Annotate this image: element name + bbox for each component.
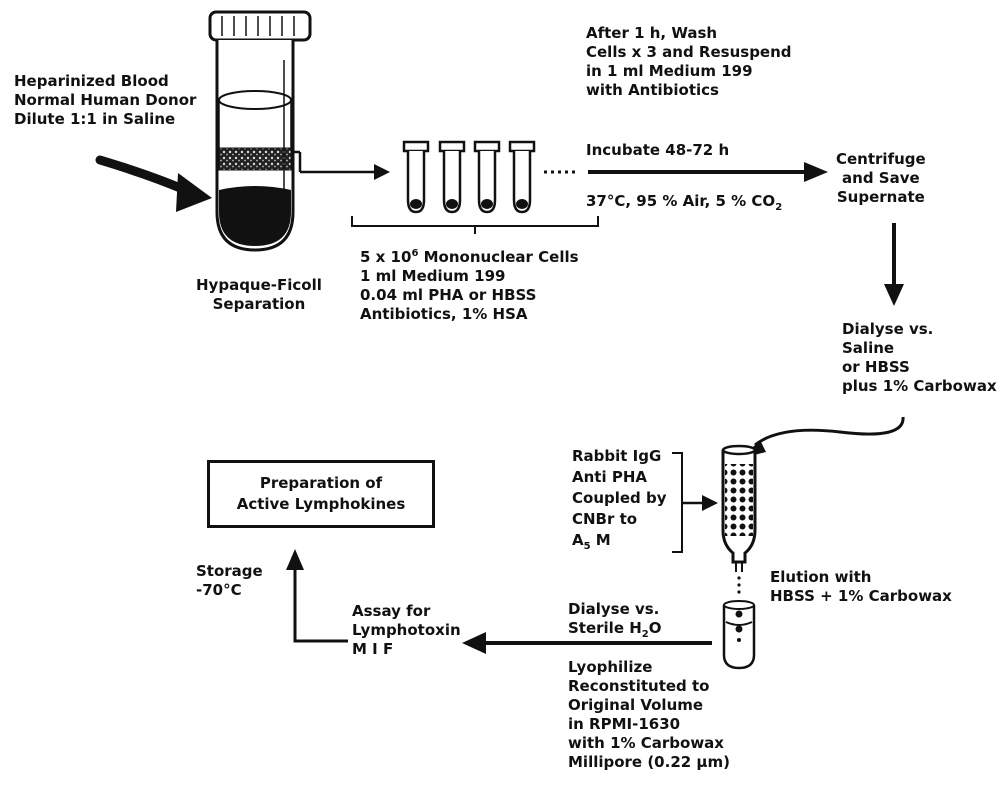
cells-suffix: Mononuclear Cells — [418, 248, 579, 266]
dialyse-saline-line: or HBSS — [842, 358, 910, 376]
culture-label-line: Antibiotics, 1% HSA — [360, 305, 528, 323]
culture-tube — [438, 140, 466, 214]
lyophilize-line: Millipore (0.22 µm) — [568, 753, 730, 771]
wash-label-line: After 1 h, Wash — [586, 24, 718, 42]
elution-label-line: HBSS + 1% Carbowax — [770, 587, 952, 605]
dialyse-water-label: Dialyse vs. Sterile H2O — [568, 600, 662, 644]
centrifuge-label-line: Centrifuge — [836, 150, 926, 168]
arrow-to-title-head — [286, 549, 304, 570]
column-label: Rabbit IgG Anti PHA Coupled by CNBr to A… — [572, 446, 667, 557]
title-line: Preparation of — [259, 474, 383, 492]
elution-label: Elution with HBSS + 1% Carbowax — [770, 568, 952, 606]
resin-sub: 5 — [583, 541, 591, 552]
blood-label-line: Normal Human Donor — [14, 91, 197, 109]
column-label-line: A5 M — [572, 530, 667, 557]
water-end: O — [648, 619, 662, 637]
arrow-to-culture-tubes — [292, 150, 390, 180]
culture-label-line: 1 ml Medium 199 — [360, 267, 506, 285]
assay-label-line: M I F — [352, 640, 394, 658]
incubate-label: Incubate 48-72 h — [586, 141, 730, 159]
blood-label-line: Heparinized Blood — [14, 72, 169, 90]
culture-label-line: 0.04 ml PHA or HBSS — [360, 286, 537, 304]
curved-arrow-blood — [95, 155, 190, 195]
cells-line: 5 x 106 Mononuclear Cells — [360, 244, 579, 267]
title-box: Preparation of Active Lymphokines — [207, 460, 435, 528]
lyophilize-line: in RPMI-1630 — [568, 715, 681, 733]
culture-tube — [402, 140, 430, 214]
storage-label-line: Storage — [196, 562, 263, 580]
column-label-line: CNBr to — [572, 510, 638, 528]
column-label-line: Coupled by — [572, 489, 667, 507]
centrifuge-label-line: Supernate — [836, 188, 925, 206]
arrow-to-dialyse-head — [884, 284, 904, 306]
separation-label-line: Separation — [212, 295, 306, 313]
cells-prefix: 5 x 10 — [360, 248, 412, 266]
lyophilize-line: Original Volume — [568, 696, 704, 714]
arrow-to-title — [293, 566, 348, 643]
cells-exponent: 6 — [411, 248, 419, 259]
water-main: Sterile H — [568, 619, 642, 637]
storage-label-line: -70°C — [196, 581, 242, 599]
arrow-to-centrifuge-head — [804, 162, 828, 182]
column-label-arrow-head — [702, 495, 718, 511]
assay-label-line: Lymphotoxin — [352, 621, 461, 639]
arrow-to-assay-head — [462, 632, 486, 654]
column-label-bracket — [672, 452, 683, 553]
wash-label: After 1 h, Wash Cells x 3 and Resuspend … — [586, 24, 792, 100]
dialyse-saline-label: Dialyse vs. Saline or HBSS plus 1% Carbo… — [842, 320, 997, 396]
elution-label-line: Elution with — [770, 568, 872, 586]
wash-label-line: in 1 ml Medium 199 — [586, 62, 753, 80]
assay-label: Assay for Lymphotoxin M I F — [352, 602, 461, 659]
conditions-main: 37°C, 95 % Air, 5 % CO — [586, 192, 776, 210]
culture-tubes — [402, 140, 536, 214]
culture-tube — [473, 140, 501, 214]
centrifuge-label-line: and Save — [842, 169, 920, 187]
column-label-line: Anti PHA — [572, 468, 647, 486]
centrifuge-label: Centrifuge and Save Supernate — [836, 150, 926, 207]
storage-label: Storage -70°C — [196, 562, 263, 600]
wash-label-line: with Antibiotics — [586, 81, 719, 99]
lyophilize-line: Reconstituted to — [568, 677, 710, 695]
dialyse-water-line: Sterile H2O — [568, 619, 662, 644]
lyophilize-line: with 1% Carbowax — [568, 734, 724, 752]
blood-label-line: Dilute 1:1 in Saline — [14, 110, 176, 128]
column-label-line: Rabbit IgG — [572, 447, 662, 465]
curved-arrow-to-column — [754, 416, 905, 447]
affinity-column — [721, 444, 757, 594]
culture-tubes-brace — [351, 216, 599, 227]
dialyse-saline-line: Saline — [842, 339, 895, 357]
resin-end: M — [590, 531, 611, 549]
water-sub: 2 — [641, 629, 649, 640]
resin-name: A — [572, 531, 584, 549]
lyophilize-label: Lyophilize Reconstituted to Original Vol… — [568, 658, 730, 772]
wash-label-line: Cells x 3 and Resuspend — [586, 43, 792, 61]
title-line: Active Lymphokines — [236, 495, 406, 513]
separation-tube — [208, 10, 312, 252]
eluate-tube — [722, 600, 756, 670]
blood-label: Heparinized Blood Normal Human Donor Dil… — [14, 72, 196, 129]
dialyse-saline-line: Dialyse vs. — [842, 320, 934, 338]
assay-label-line: Assay for — [352, 602, 431, 620]
separation-label-line: Hypaque-Ficoll — [196, 276, 322, 294]
separation-label: Hypaque-Ficoll Separation — [196, 276, 322, 314]
conditions-sub: 2 — [775, 202, 783, 213]
curved-arrow-blood-head — [176, 173, 212, 212]
culture-tube — [508, 140, 536, 214]
dialyse-water-line: Dialyse vs. — [568, 600, 660, 618]
lyophilize-line: Lyophilize — [568, 658, 653, 676]
dialyse-saline-line: plus 1% Carbowax — [842, 377, 997, 395]
conditions-label: 37°C, 95 % Air, 5 % CO2 — [586, 192, 782, 217]
culture-label: 5 x 106 Mononuclear Cells 1 ml Medium 19… — [360, 244, 579, 324]
